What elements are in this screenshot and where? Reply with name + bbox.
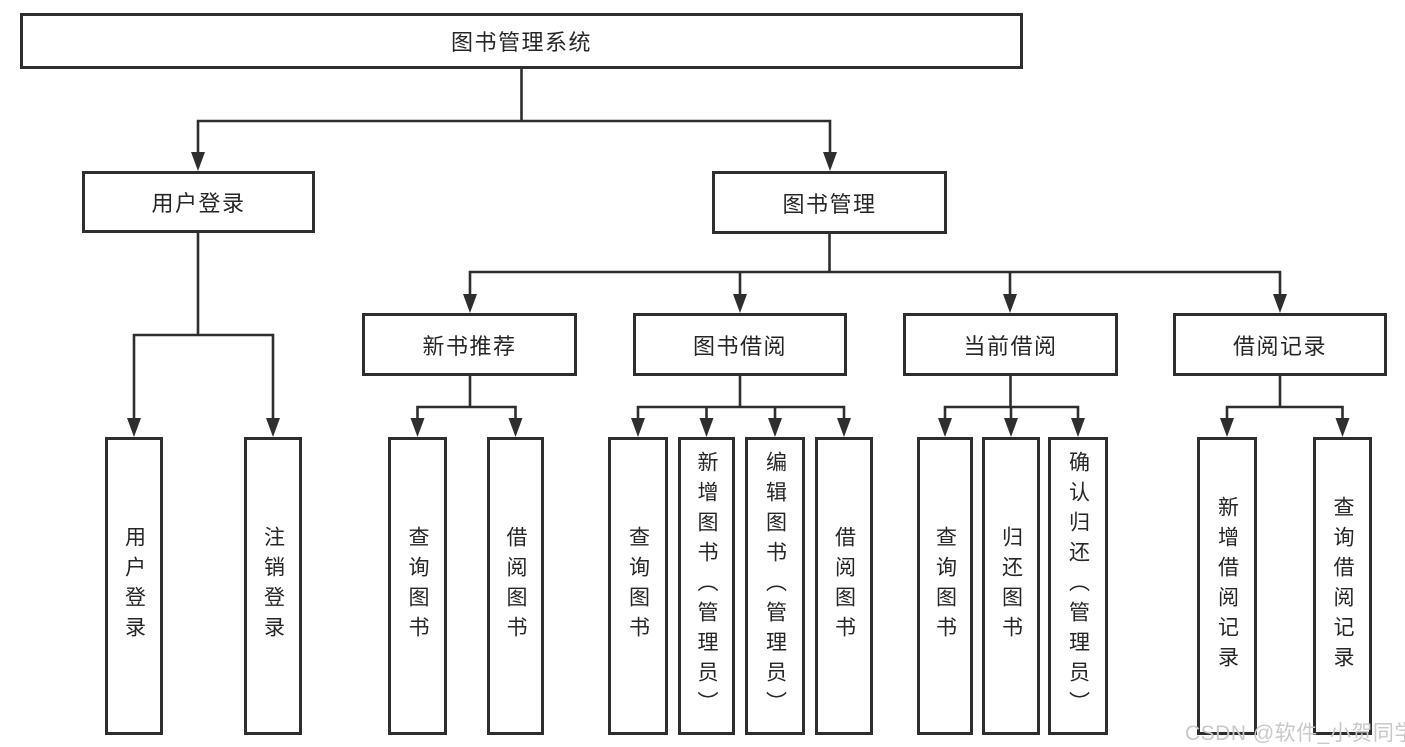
leaf-add-book-admin: 新增图书（管理员）: [678, 437, 735, 735]
leaf-user-login-label: 用户登录: [122, 526, 146, 646]
node-user-login: 用户登录: [82, 171, 315, 233]
node-book-management: 图书管理: [712, 171, 947, 234]
leaf-logout: 注销登录: [244, 437, 302, 735]
arrowhead: [1071, 418, 1085, 437]
leaf-borrow-book-label: 借阅图书: [832, 526, 856, 646]
node-current-borrow-label: 当前借阅: [963, 333, 1058, 359]
connector-root-branch: [196, 119, 832, 153]
leaf-borrow-book-recommend: 借阅图书: [487, 437, 544, 735]
arrowhead: [823, 152, 837, 171]
leaf-add-borrow-record: 新增借阅记录: [1197, 437, 1257, 735]
arrowhead: [463, 294, 477, 313]
node-user-login-label: 用户登录: [151, 191, 246, 216]
leaf-query-book-borrow: 查询图书: [608, 437, 668, 735]
node-borrow-records: 借阅记录: [1173, 313, 1387, 376]
connector-user-branch: [132, 333, 275, 419]
arrowhead: [768, 418, 782, 437]
leaf-add-book-admin-label: 新增图书（管理员）: [695, 451, 718, 721]
arrowhead: [508, 418, 523, 437]
leaf-add-borrow-record-label: 新增借阅记录: [1215, 496, 1239, 676]
connector-borrow-branch: [636, 405, 846, 419]
leaf-confirm-return-admin-label: 确认归还（管理员）: [1066, 451, 1090, 721]
arrowhead: [1004, 418, 1018, 437]
node-current-borrow: 当前借阅: [903, 313, 1118, 376]
arrowhead: [699, 418, 714, 437]
node-root: 图书管理系统: [20, 13, 1023, 69]
node-new-book-recommend: 新书推荐: [362, 313, 577, 376]
leaf-confirm-return-admin: 确认归还（管理员）: [1048, 437, 1108, 735]
arrowhead: [938, 418, 952, 437]
arrowhead: [1335, 418, 1350, 437]
leaf-logout-label: 注销登录: [261, 526, 285, 646]
arrowhead: [127, 418, 141, 437]
arrowhead: [1220, 418, 1234, 437]
arrowhead: [733, 294, 747, 313]
arrowhead: [191, 152, 205, 171]
leaf-query-book-borrow-label: 查询图书: [626, 526, 650, 646]
node-book-borrow-label: 图书借阅: [692, 333, 787, 359]
arrowhead: [631, 418, 645, 437]
leaf-query-book-current-label: 查询图书: [933, 526, 957, 646]
leaf-query-borrow-record-label: 查询借阅记录: [1331, 496, 1354, 676]
leaf-edit-book-admin-label: 编辑图书（管理员）: [763, 451, 787, 721]
node-borrow-records-label: 借阅记录: [1232, 333, 1327, 359]
node-book-management-label: 图书管理: [782, 191, 877, 217]
node-new-book-recommend-label: 新书推荐: [422, 333, 517, 359]
leaf-query-book-current: 查询图书: [917, 437, 973, 735]
connector-mgmt-branch: [468, 270, 1282, 295]
leaf-user-login: 用户登录: [105, 437, 163, 735]
arrowhead: [410, 418, 425, 437]
connector-current-branch: [943, 405, 1080, 419]
arrowhead: [266, 418, 280, 437]
connector-records-branch: [1225, 405, 1344, 419]
node-root-label: 图书管理系统: [450, 30, 592, 55]
leaf-query-book-recommend-label: 查询图书: [406, 526, 429, 646]
connector-recommend-branch: [416, 405, 517, 419]
csdn-watermark: CSDN @软件_小贺同学: [1185, 722, 1405, 745]
leaf-query-book-recommend: 查询图书: [388, 437, 447, 735]
leaf-edit-book-admin: 编辑图书（管理员）: [745, 437, 805, 735]
arrowhead: [837, 418, 851, 437]
leaf-query-borrow-record: 查询借阅记录: [1313, 437, 1372, 735]
leaf-return-book: 归还图书: [982, 437, 1040, 735]
arrowhead: [1273, 294, 1287, 313]
node-book-borrow: 图书借阅: [633, 313, 847, 376]
leaf-borrow-book-recommend-label: 借阅图书: [504, 526, 527, 646]
leaf-return-book-label: 归还图书: [999, 526, 1023, 646]
leaf-borrow-book: 借阅图书: [815, 437, 873, 735]
arrowhead: [1003, 294, 1017, 313]
